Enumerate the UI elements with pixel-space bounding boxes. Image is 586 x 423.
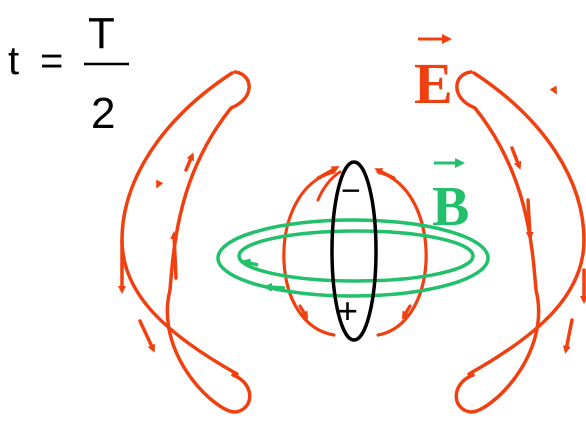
antenna-body <box>330 160 378 342</box>
b-field-label: B <box>432 158 469 238</box>
equation-t: t <box>8 39 19 83</box>
e-field-symbol: E <box>414 51 453 116</box>
e-field-loop-left <box>118 70 252 414</box>
e-field-inner-loops <box>282 166 428 337</box>
equation-equals: = <box>40 39 63 83</box>
charge-bottom: + <box>337 290 358 331</box>
time-equation: t = T 2 <box>8 9 129 138</box>
b-field-symbol: B <box>432 176 469 238</box>
b-field-inner-loop <box>237 229 475 283</box>
charge-top: − <box>341 172 361 210</box>
dipole-antenna: − + <box>330 160 378 342</box>
e-field-label: E <box>414 34 453 116</box>
e-field-loop-right <box>454 70 586 414</box>
equation-numerator: T <box>88 9 115 58</box>
equation-denominator: 2 <box>91 89 115 138</box>
b-field-loops <box>216 218 490 298</box>
b-field-outer-loop <box>216 218 490 298</box>
